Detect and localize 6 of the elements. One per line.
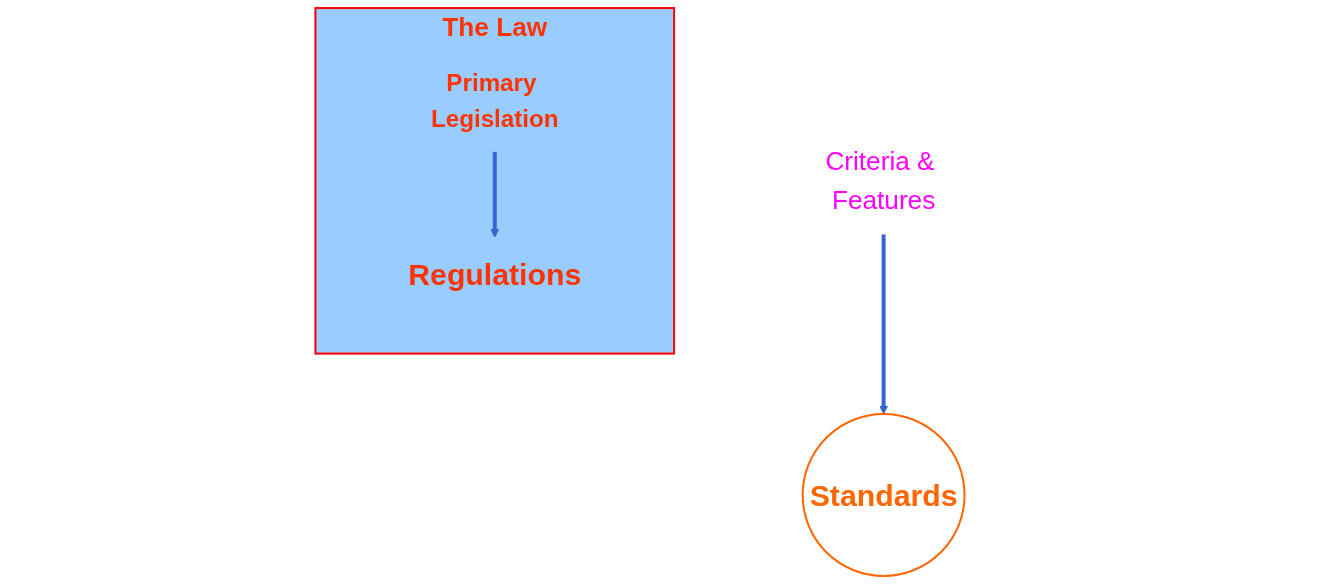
arrow	[879, 234, 889, 415]
node-circle: Standards	[801, 413, 966, 577]
node-text: Regulations	[408, 257, 582, 291]
arrow	[490, 151, 500, 238]
node-text: Primary Legislation	[430, 69, 559, 133]
node-text: Criteria & Features	[825, 145, 936, 216]
